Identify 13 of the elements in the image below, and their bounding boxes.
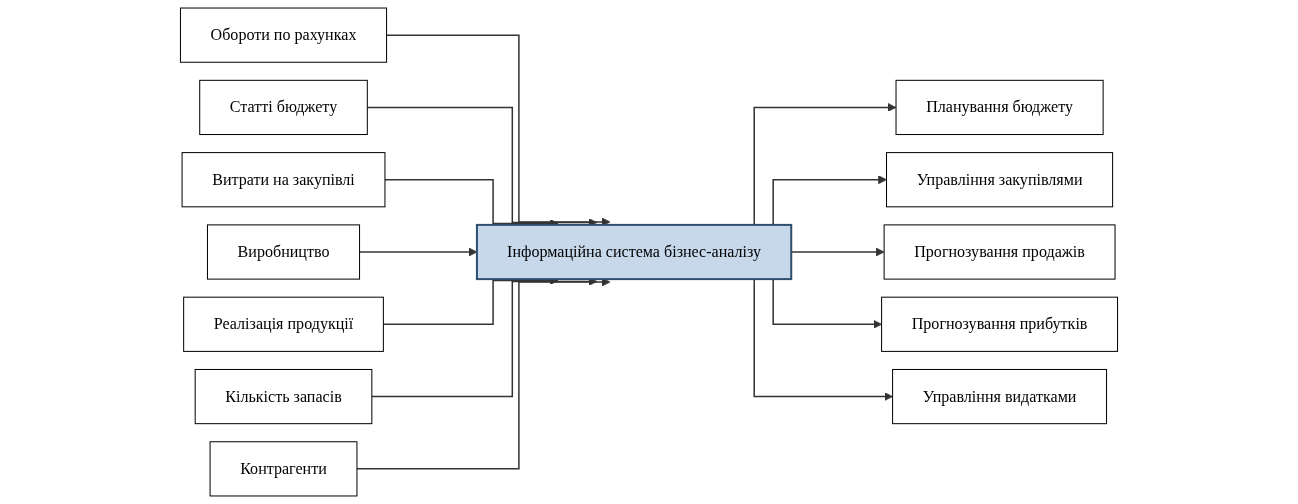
node-box: Статті бюджету xyxy=(199,79,368,136)
node-box: Контрагенти xyxy=(209,441,358,497)
node-box: Управління видатками xyxy=(892,368,1108,425)
node-box: Прогнозування прибутків xyxy=(881,296,1119,352)
node-box: Планування бюджету xyxy=(895,79,1104,136)
node-box: Кількість запасів xyxy=(194,368,373,425)
node-box: Витрати на закупівлі xyxy=(181,152,386,208)
node-box: Реалізація продукції xyxy=(183,296,384,352)
node-box: Прогнозування продажів xyxy=(883,224,1116,280)
node-box: Виробництво xyxy=(206,224,361,280)
node-box: Інформаційна система бізнес-аналізу xyxy=(475,223,793,281)
node-box: Обороти по рахунках xyxy=(179,7,388,63)
node-box: Управління закупівлями xyxy=(886,152,1114,208)
